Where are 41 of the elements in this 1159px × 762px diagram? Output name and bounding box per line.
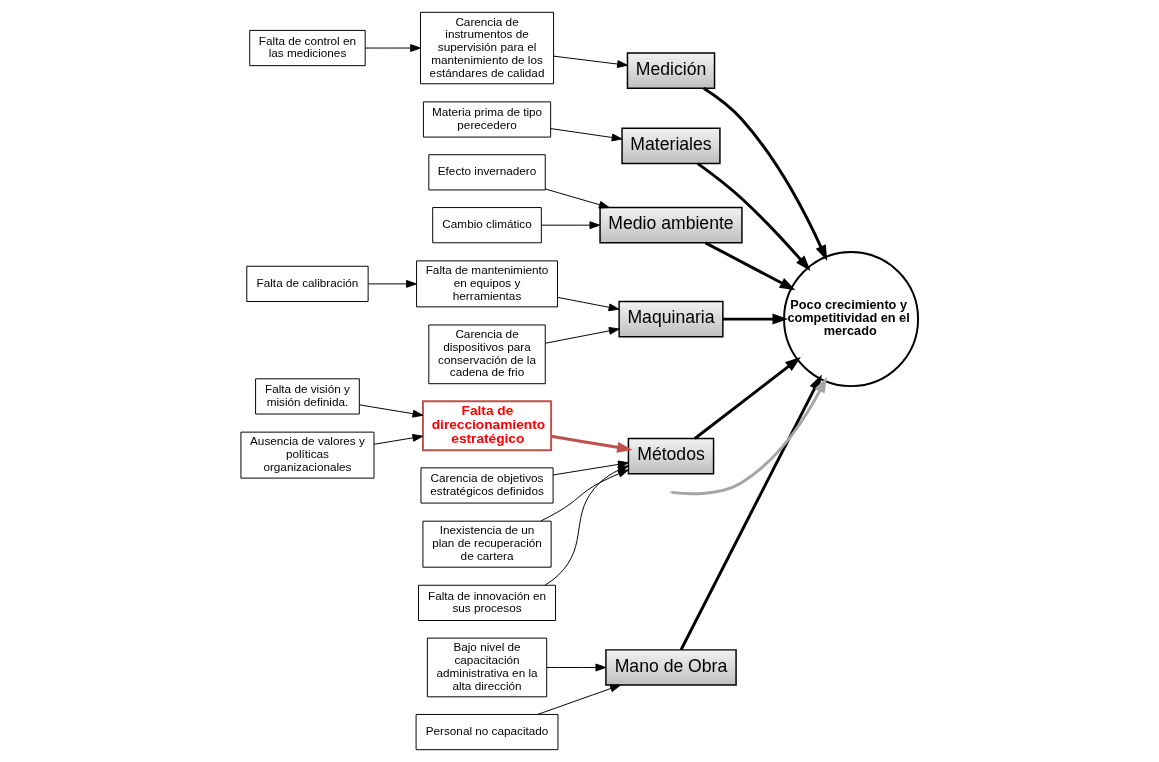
arrow: [557, 296, 620, 312]
node-box: Materia prima de tipo perecedero: [422, 101, 552, 138]
node-box: Cambio climático: [432, 207, 542, 244]
node-box: Medio ambiente: [599, 206, 743, 244]
node-box: Inexistencia de un plan de recuperación de cartera: [422, 520, 552, 568]
arrow: [544, 326, 620, 344]
arrow: [358, 404, 424, 418]
node-box: Falta de visión y misión definida.: [255, 378, 360, 415]
arrow: [373, 433, 424, 445]
arrow: [364, 44, 421, 52]
node-box: Falta de calibración: [246, 265, 369, 302]
arrow: [702, 87, 828, 261]
arrow: [679, 374, 822, 651]
node-box: Ausencia de valores y políticas organizacionales: [240, 431, 375, 479]
node-box: Falta de control en las mediciones: [249, 29, 366, 67]
node-box: Falta de direccionamiento estratégico: [421, 400, 553, 452]
node-box: Carencia de instrumentos de supervisión para el mantenimiento de los estándares de calidad: [420, 11, 555, 85]
arrow: [553, 55, 628, 68]
arrow: [540, 221, 601, 230]
node-box: Maquinaria: [618, 300, 724, 338]
node-box: Medición: [626, 52, 716, 89]
node-box: Carencia de dispositivos para conservación de la cadena de frio: [428, 324, 546, 385]
arrow: [704, 241, 796, 291]
node-box: Falta de innovación en sus procesos: [418, 584, 556, 621]
arrow: [671, 374, 827, 496]
node-box: Personal no capacitado: [415, 713, 559, 751]
node-box: Carencia de objetivos estratégicos definidos: [420, 467, 554, 504]
node-box: Falta de mantenimiento en equipos y herramientas: [416, 260, 558, 308]
arrow: [723, 313, 789, 325]
arrow: [694, 356, 801, 440]
arrow: [546, 663, 607, 672]
arrow: [367, 279, 417, 288]
arrow: [696, 162, 811, 271]
node-box: Métodos: [627, 437, 715, 475]
node-box: Bajo nivel de capacitación administrativa en la alta dirección: [426, 637, 548, 698]
node-box: Mano de Obra: [605, 649, 737, 686]
arrow: [550, 128, 623, 142]
node-box: Efecto invernadero: [428, 154, 546, 191]
node-box: Materiales: [621, 127, 721, 165]
arrow: [550, 434, 633, 453]
arrow: [544, 188, 610, 209]
